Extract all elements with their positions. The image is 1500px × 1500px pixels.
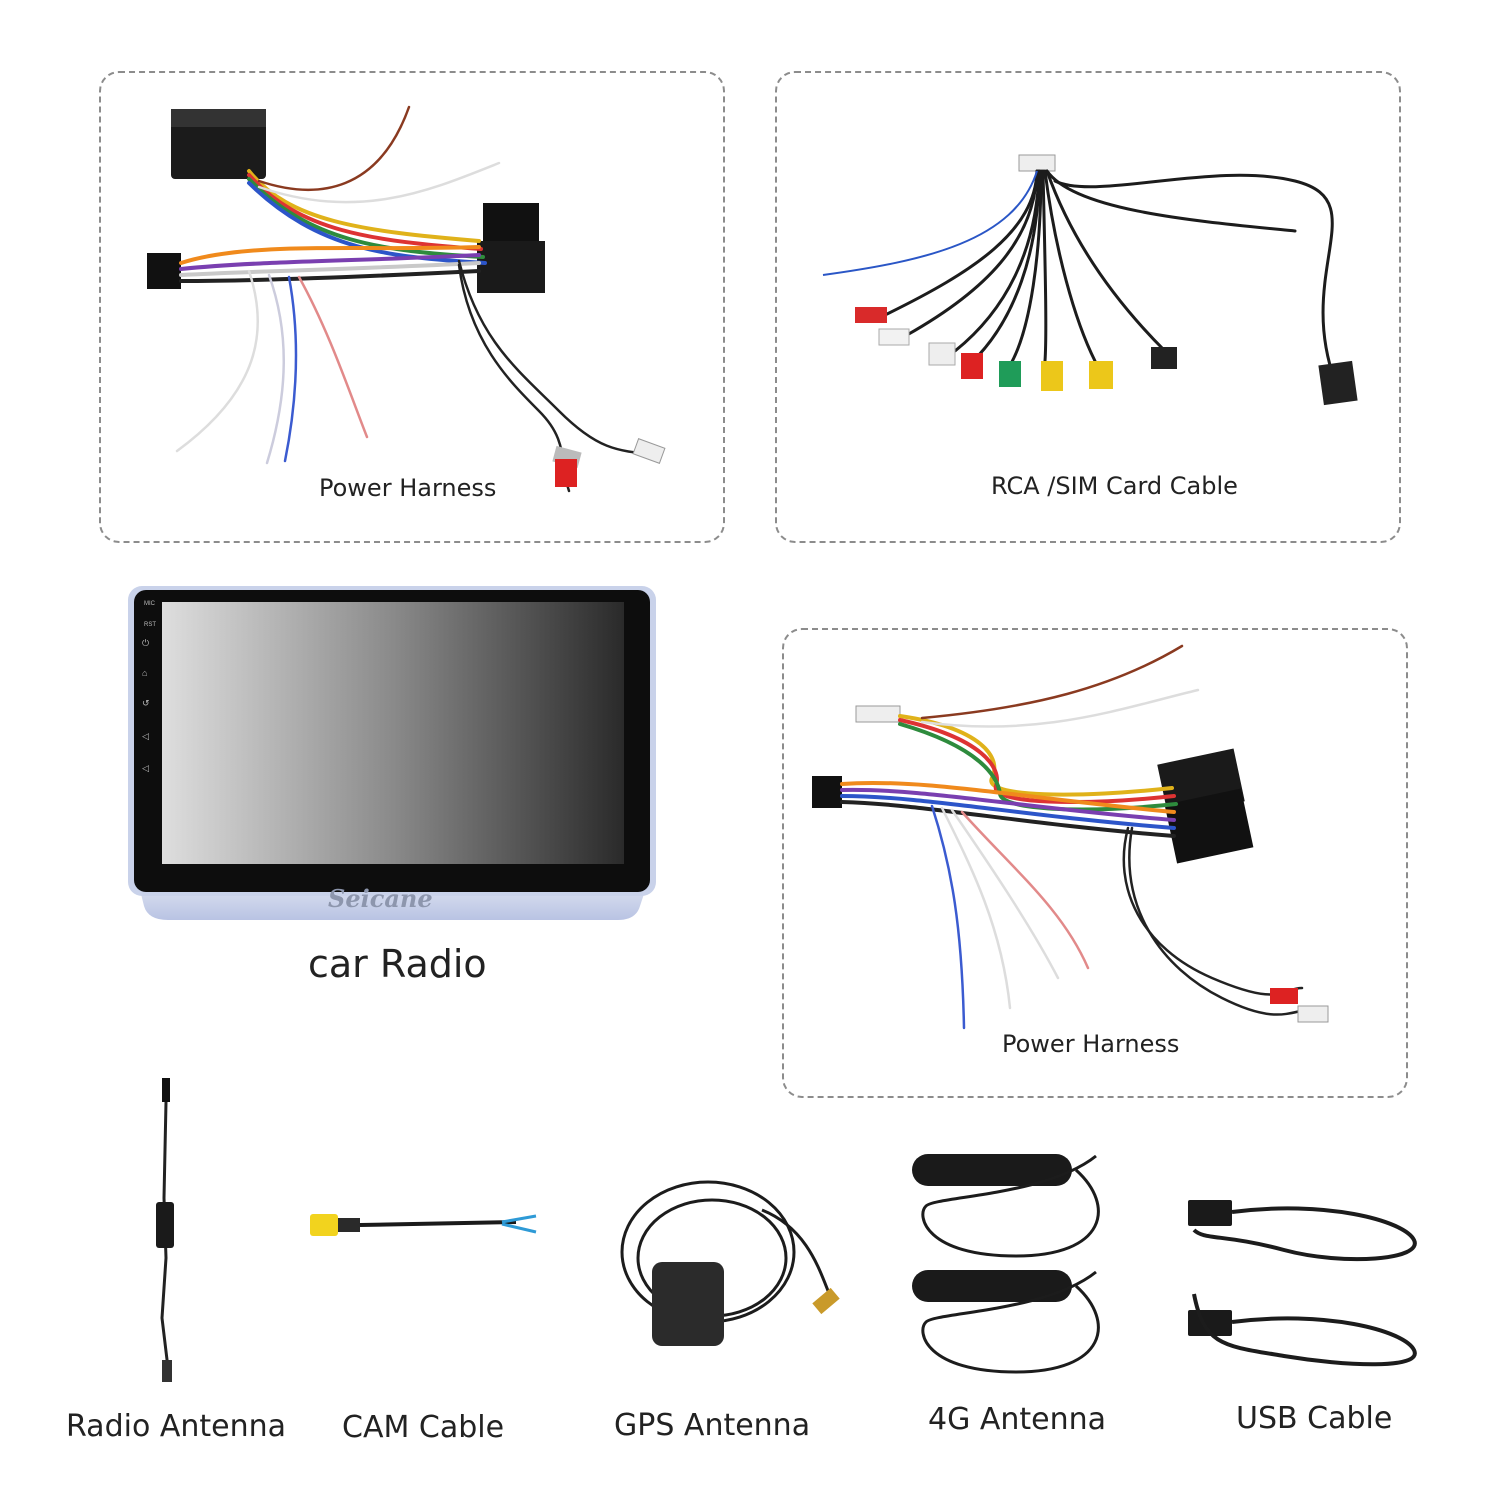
rca-sim-cable-panel xyxy=(775,71,1401,543)
radio-antenna-label: Radio Antenna xyxy=(66,1409,287,1444)
power-harness-label: Power Harness xyxy=(319,474,497,502)
rst-label: RST xyxy=(144,622,156,628)
rca-sim-cable-label: RCA /SIM Card Cable xyxy=(991,472,1238,500)
back-button[interactable]: ↺ xyxy=(142,698,150,708)
usb-cable-label: USB Cable xyxy=(1236,1401,1393,1436)
mic-label: MIC xyxy=(144,601,155,607)
radio-antenna-illustration xyxy=(156,1078,174,1382)
gps-antenna-illustration xyxy=(620,1180,840,1346)
4g-antenna-label: 4G Antenna xyxy=(928,1402,1107,1437)
cam-cable-label: CAM Cable xyxy=(342,1410,505,1445)
power-harness-panel-2 xyxy=(782,628,1408,1098)
usb-cable-illustration xyxy=(1188,1200,1417,1367)
volume-down-button[interactable]: ◁ xyxy=(142,763,149,773)
car-radio-label: car Radio xyxy=(308,942,487,986)
power-harness-illustration-2 xyxy=(812,644,1329,1030)
rca-sim-cable-illustration xyxy=(822,154,1358,406)
power-harness-illustration xyxy=(147,105,666,493)
gps-antenna-label: GPS Antenna xyxy=(614,1408,811,1443)
power-harness-panel xyxy=(99,71,725,543)
car-radio-unit: Seicane MIC RST ⏻ ⌂ ↺ ◁ ◁ xyxy=(128,586,656,920)
volume-up-button[interactable]: ◁ xyxy=(142,731,149,741)
power-harness-label-2: Power Harness xyxy=(1002,1030,1180,1058)
home-button[interactable]: ⌂ xyxy=(142,668,148,678)
4g-antenna-illustration xyxy=(912,1154,1100,1374)
power-button[interactable]: ⏻ xyxy=(142,638,150,648)
brand-logo: Seicane xyxy=(328,884,433,913)
cam-cable-illustration xyxy=(310,1214,537,1236)
